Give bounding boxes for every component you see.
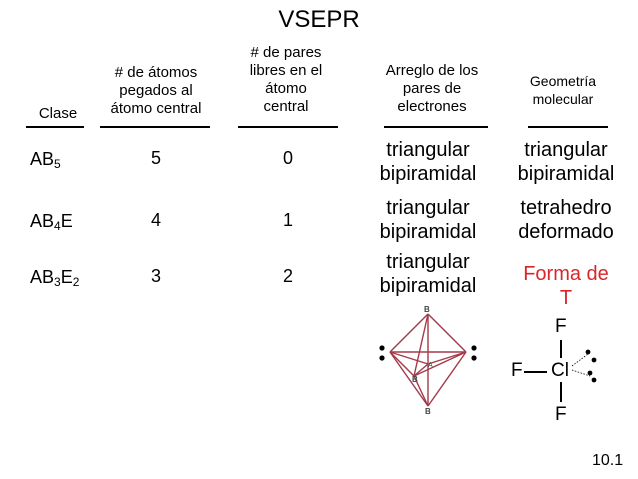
slide-number: 10.1 [592,452,624,469]
arreglo-line: bipiramidal [379,221,477,243]
header-pares-line: átomo [265,80,307,97]
clase-subscript: 5 [54,157,61,171]
clase-text: E [60,211,73,231]
clase-text: AB [30,149,55,169]
header-geometria: Geometría molecular [508,72,618,108]
header-geometria-line: molecular [532,91,594,107]
lewis-f-top: F [555,316,567,337]
header-pares-line: libres en el [249,62,323,79]
atom-label-b: B [424,305,430,314]
row-arreglo: triangular bipiramidal [362,250,494,298]
header-atomos: # de átomos pegados al átomo central [96,64,216,118]
clase-subscript: 2 [72,275,80,289]
geometria-line: bipiramidal [517,163,615,185]
bipyramid-bonds [389,313,467,407]
geometria-line: T [559,287,573,309]
clase-subscript: 3 [54,275,61,289]
arreglo-line: triangular [386,139,470,161]
arreglo-line: triangular [386,197,470,219]
header-pares-line: central [263,98,309,115]
clase-text: AB [30,267,55,287]
row-arreglo: triangular bipiramidal [362,138,494,186]
geometria-line: Forma de [523,263,609,285]
row-geometria: tetrahedro deformado [500,196,632,244]
geometria-line: deformado [518,221,614,243]
lone-pair-guides [571,353,591,377]
row-atomos: 3 [150,266,161,286]
header-atomos-rule [100,126,210,128]
row-atomos: 4 [150,210,161,230]
atom-label-a: A [428,362,433,369]
header-clase-rule [26,126,84,128]
arreglo-line: bipiramidal [379,163,477,185]
geometria-line: triangular [524,139,608,161]
slide-title: VSEPR [278,6,360,33]
header-arreglo-line: Arreglo de los [385,62,479,79]
row-clase: AB4E [30,210,73,237]
atom-label-b: B [412,375,418,384]
clase-subscript: 4 [54,219,61,233]
header-arreglo-rule [384,126,488,128]
row-pares: 1 [282,210,293,230]
lewis-bonds [524,340,597,402]
header-pares-line: # de pares [250,44,322,61]
lone-pair-dots [585,349,597,383]
row-arreglo: triangular bipiramidal [362,196,494,244]
header-geometria-line: Geometría [529,73,597,89]
row-clase: AB3E2 [30,266,79,293]
row-atomos: 5 [150,148,161,168]
lewis-f-left: F [511,360,523,381]
bipyramid-diagram: B A B B [379,305,477,416]
header-pares: # de pares libres en el átomo central [228,44,344,116]
header-atomos-line: pegados al [119,82,193,99]
row-pares: 0 [282,148,293,168]
arreglo-line: bipiramidal [379,275,477,297]
row-clase: AB5 [30,148,61,175]
lone-pair-dots [379,345,477,361]
header-arreglo-line: electrones [397,98,467,115]
header-arreglo: Arreglo de los pares de electrones [368,62,496,116]
lewis-f-bottom: F [555,404,567,425]
row-pares: 2 [282,266,293,286]
header-atomos-line: # de átomos [114,64,198,81]
arreglo-line: triangular [386,251,470,273]
header-clase-text: Clase [38,105,78,122]
header-clase: Clase [28,105,88,123]
clase-text: E [60,267,73,287]
header-pares-rule [238,126,338,128]
clase-text: AB [30,211,55,231]
geometria-line: tetrahedro [520,197,612,219]
row-geometria: Forma de T [500,262,632,310]
atom-label-b: B [425,407,431,416]
row-geometria: triangular bipiramidal [500,138,632,186]
header-arreglo-line: pares de [402,80,462,97]
header-geometria-rule [528,126,608,128]
header-atomos-line: átomo central [110,100,202,117]
lewis-cl-center: Cl [551,360,569,381]
